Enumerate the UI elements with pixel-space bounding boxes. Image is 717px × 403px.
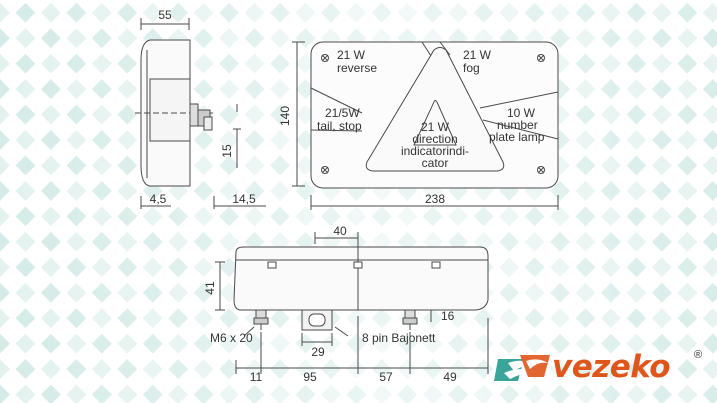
bottom-view: 40 41 16 M6 x 20 8 pin Bajonett [203,224,489,384]
front-dim-height: 140 [278,106,292,126]
bottom-dim-connector-width: 29 [311,345,325,359]
registered-mark: ® [694,349,703,361]
label-number-watt: 10 W [507,106,536,120]
side-dim-height: 15 [220,144,234,158]
logo-text: vezeko [552,349,671,385]
side-dim-right: 14,5 [232,192,256,206]
inner-triangle [413,100,457,146]
bottom-dim-1: 11 [250,370,263,384]
bottom-dim-2: 95 [303,370,317,384]
bottom-dim-connector-offset: 40 [333,224,347,238]
label-reverse-watt: 21 W [337,48,366,62]
bottom-dim-height: 41 [203,281,217,295]
label-direction-watt: 21 W [421,120,450,134]
label-plate-lamp: plate lamp [489,130,545,144]
label-tail-watt: 21/5W [325,106,360,120]
bolt-label: M6 x 20 [210,331,253,345]
label-cator: cator [422,156,449,170]
screw-icon [321,54,545,174]
label-fog: fog [463,61,480,75]
label-indicator: indicatorindi- [401,144,469,158]
front-dim-width: 238 [425,192,445,206]
side-view: 55 15 4,5 14,5 [135,8,266,209]
label-tail-stop: tail, stop [317,119,362,133]
label-fog-watt: 21 W [463,48,492,62]
bottom-dim-4: 49 [443,370,457,384]
vezeko-emblem-icon [494,355,550,381]
label-reverse: reverse [337,61,377,75]
side-dim-left: 4,5 [150,192,167,206]
label-direction: direction [412,132,457,146]
front-view: 140 21 W reverse 21 W fog 2 [278,41,559,210]
bottom-dim-3: 57 [379,370,393,384]
side-dim-top: 55 [158,8,172,22]
connector-label: 8 pin Bajonett [362,331,436,345]
vezeko-logo: vezeko ® [494,349,708,391]
label-number: number [497,118,538,132]
bottom-dim-stud: 16 [441,309,455,323]
